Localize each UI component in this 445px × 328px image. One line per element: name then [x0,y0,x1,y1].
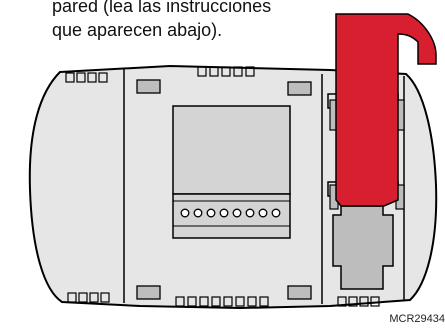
vent-slots-bottom-left [67,292,110,303]
vent-slots-top-center [197,66,255,77]
caption-line-1: pared (lea las instrucciones [52,0,272,16]
mounting-slot-bottom-left [136,285,161,300]
mounting-slot-bottom-center [287,285,312,300]
vent-slots-top-left [65,72,108,83]
caption-line-2: que aparecen abajo). [52,20,223,40]
terminal-screw-icons [180,208,281,218]
mounting-slots [136,79,312,300]
vent-slots-bottom-center [175,296,269,307]
figure-code: MCR29434 [389,313,445,325]
red-pull-tab [335,13,437,207]
vent-slots-bottom-right [337,296,380,307]
mounting-bracket [332,205,394,290]
instruction-caption: pared (lea las instrucciones que aparece… [52,0,271,42]
terminal-block [172,105,291,239]
mounting-slot-top-center [287,81,312,96]
mounting-slot-top-left [136,79,161,94]
